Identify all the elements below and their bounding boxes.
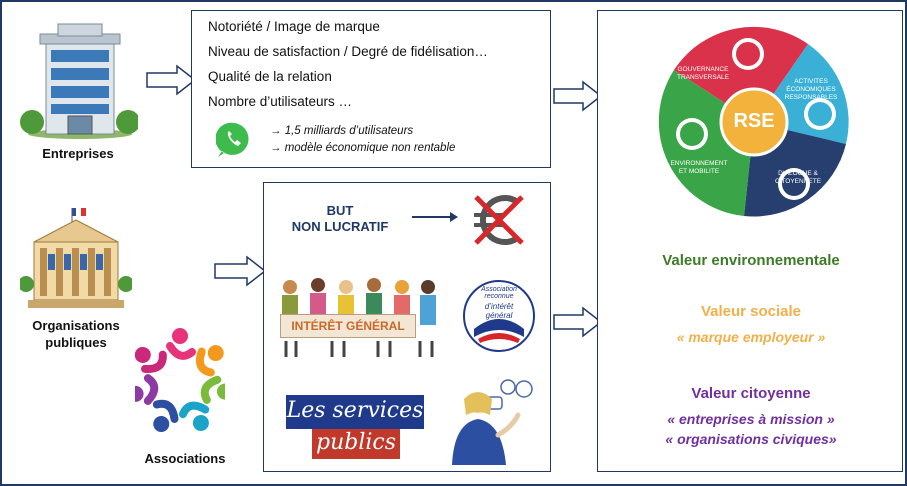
rse-segment-gouvernance (674, 26, 808, 122)
rse-label-dialogue: DIALOGUE & CITOYENNETE (774, 170, 822, 185)
interet-general-seal-icon (463, 280, 535, 352)
office-building-icon (20, 23, 138, 139)
criterion-utilisateurs: Nombre d’utilisateurs … (208, 94, 353, 109)
non-profit-title-line1: BUT (326, 203, 354, 218)
services-publics-line2: publics (312, 429, 400, 459)
rse-segment-environnement (658, 70, 754, 216)
whatsapp-users: → 1,5 milliards d’utilisateurs (270, 125, 414, 137)
interet-general-banner: INTÉRÊT GÉNÉRAL (280, 314, 416, 338)
arrow-right-icon (146, 64, 197, 96)
criterion-satisfaction: Niveau de satisfaction / Degré de fidéli… (208, 44, 488, 59)
rse-label-gouvernance: GOUVERNANCE TRANSVERSALE (676, 66, 730, 81)
associations-label: Associations (144, 451, 226, 466)
arrow-right-icon (412, 212, 458, 222)
organisations-civiques: « organisations civiques» (665, 431, 837, 447)
non-profit-title-line2: NON LUCRATIF (291, 219, 389, 234)
valeur-sociale: Valeur sociale (700, 303, 802, 320)
seal-text-line3: général (485, 311, 513, 320)
whatsapp-icon (216, 122, 249, 157)
marque-employeur: « marque employeur » (676, 329, 826, 345)
entreprises-a-mission: « entreprises à mission » (667, 411, 835, 427)
criterion-relation: Qualité de la relation (208, 69, 332, 84)
criteria-box: Notoriété / Image de marque Niveau de sa… (191, 10, 551, 168)
euro-crossed-icon (474, 195, 524, 245)
valeur-citoyenne: Valeur citoyenne (691, 385, 811, 402)
non-profit-box: BUT NON LUCRATIF INTÉRÊT GÉNÉRAL (263, 182, 551, 472)
criterion-notoriete: Notoriété / Image de marque (208, 19, 380, 34)
rse-center-label: RSE (733, 110, 775, 132)
rse-wheel (658, 26, 849, 217)
rse-label-activites: ACTIVITES ÉCONOMIQUES RESPONSABLES (784, 78, 838, 101)
organisations-label-line2: publiques (45, 335, 107, 350)
associations-people-icon (135, 328, 225, 433)
arrow-right-icon (553, 306, 603, 338)
woman-speech-bubbles-illustration (452, 379, 533, 465)
rse-label-environnement: ENVIRONNEMENT ET MOBILITE (670, 160, 728, 175)
arrow-right-icon (553, 80, 603, 112)
whatsapp-model: → modèle économique non rentable (270, 142, 456, 154)
seal-text-line1: Association reconnue (481, 286, 517, 300)
public-building-icon (20, 208, 132, 308)
seal-text-line2: d’intérêt (484, 302, 514, 311)
services-publics-line1: Les services (286, 395, 424, 429)
valeur-environnementale: Valeur environnementale (662, 252, 840, 269)
arrow-right-icon (214, 255, 267, 287)
organisations-label-line1: Organisations (32, 318, 120, 333)
entreprises-label: Entreprises (42, 146, 114, 161)
